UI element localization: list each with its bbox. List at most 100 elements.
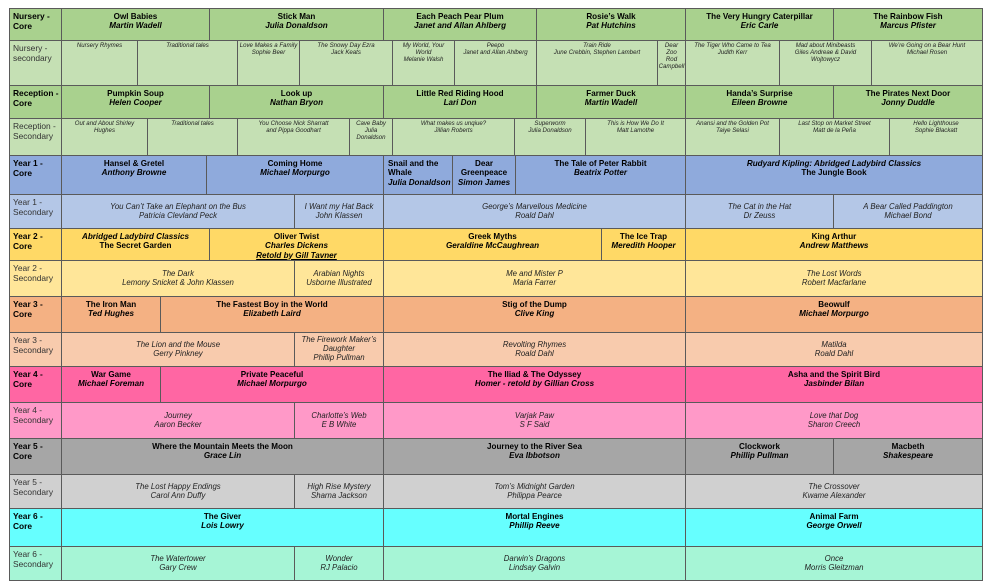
book-title: Mortal Engines [505, 512, 564, 521]
book-title: The Watertower [150, 553, 206, 563]
row-label-year-4-core: Year 4 - Core [9, 366, 62, 403]
book-title: The Dark [161, 268, 195, 278]
book-author: Shakespeare [883, 451, 933, 461]
book-title: I Want my Hat Back [304, 201, 374, 211]
book-author: Sharon Creech [807, 419, 861, 429]
book-title: The Giver [203, 512, 242, 521]
book-author: Eric Carle [740, 21, 779, 31]
book-title: Arabian Nights [313, 268, 365, 278]
book-title: The Iliad & The Odyssey [487, 370, 582, 379]
book-title: Revolting Rhymes [502, 339, 567, 349]
book-title: King Arthur [811, 232, 857, 241]
book-title: We’re Going on a Bear Hunt [888, 42, 966, 49]
book-title: The Iron Man [85, 300, 137, 309]
book-author: Matt Lamothe [616, 127, 655, 134]
book-title: Each Peach Pear Plum [416, 12, 504, 21]
book-cell-what-makes-us-unqiue: What makes us unqiue?Jillian Roberts [392, 118, 515, 156]
row-label-text: Year 5 - Core [13, 441, 43, 461]
book-author: Judith Kerr [717, 49, 748, 56]
row-label-text: Year 1 - Core [13, 158, 43, 178]
book-author: Nathan Bryon [269, 98, 324, 108]
row-label-year-6-core: Year 6 - Core [9, 508, 62, 547]
book-author: Ted Hughes [87, 309, 135, 319]
book-title: The Ice Trap [619, 232, 668, 241]
book-author: Martin Wadell [109, 21, 162, 31]
book-author: Jack Keats [331, 49, 361, 56]
book-author: Eva Ibbotson [509, 451, 560, 461]
row-label-text: Year 4 - Secondary [13, 405, 54, 425]
book-title: War Game [91, 370, 131, 379]
row-label-year-6-secondary: Year 6 - Secondary [9, 546, 62, 581]
book-title: Dear Zoo [664, 42, 679, 56]
book-title: Anansi and the Golden Pot [696, 120, 769, 127]
book-title: Tom’s Midnight Garden [494, 481, 575, 491]
book-title: Dear Greenpeace [460, 159, 508, 178]
book-title: Macbeth [891, 442, 925, 451]
row-label-year-1-core: Year 1 - Core [9, 155, 62, 195]
book-title: This is How We Do It [607, 120, 664, 127]
book-title: Train Ride [583, 42, 611, 49]
book-author: Jasbinder Bilan [803, 379, 865, 389]
book-author: Phillip Reeve [509, 521, 560, 531]
book-title: Greek Myths [468, 232, 517, 241]
book-author: Sharna Jackson [311, 490, 367, 500]
book-title: The Fastest Boy in the World [216, 300, 328, 309]
row-label-year-3-secondary: Year 3 - Secondary [9, 332, 62, 367]
book-title: Love that Dog [809, 410, 859, 420]
book-author: Lemony Snicket & John Klassen [122, 277, 234, 287]
book-author: Geraldine McCaughrean [445, 241, 540, 251]
book-author: Charles Dickens [265, 241, 328, 251]
book-title: Hansel & Gretel [103, 159, 165, 168]
book-title: Snail and the Whale [388, 159, 439, 178]
book-author: Marcus Pfister [880, 21, 936, 31]
book-reteller: Retold by Gill Tavner [256, 250, 337, 260]
book-title: Pumpkin Soup [107, 89, 164, 98]
book-author: Julia Donaldson [356, 127, 386, 141]
book-title: The Crossover [808, 481, 860, 491]
book-author: Michael Foreman [77, 379, 145, 389]
book-author: Julia Donaldson [388, 177, 451, 187]
book-title: Oliver Twist [273, 232, 320, 241]
row-label-text: Year 6 - Core [13, 511, 43, 531]
book-title: Me and Mister P [506, 268, 563, 278]
book-title: The Very Hungry Caterpillar [706, 12, 813, 21]
book-title: You Can’t Take an Elephant on the Bus [110, 201, 246, 211]
book-title: The Pirates Next Door [865, 89, 951, 98]
book-author: Michael Morpurgo [799, 309, 869, 319]
book-author: Martin Wadell [584, 98, 638, 108]
book-title: What makes us unqiue? [420, 120, 487, 127]
row-label-text: Year 6 - Secondary [13, 549, 54, 569]
row-label-text: Year 4 - Core [13, 369, 43, 389]
